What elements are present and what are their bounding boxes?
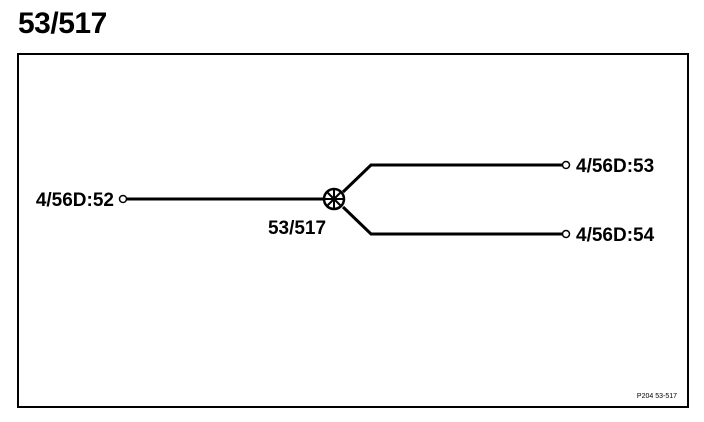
output-terminal-icon [561, 229, 571, 239]
reference-code: P204 53-517 [637, 393, 677, 400]
splitter-icon [322, 187, 346, 211]
output-port-label: 4/56D:54 [576, 225, 655, 246]
input-port-label: 4/56D:52 [36, 190, 114, 211]
diagram-frame [17, 53, 689, 408]
branch-line-lower [341, 205, 562, 236]
input-terminal-icon [118, 194, 128, 204]
output-terminal-icon [561, 160, 571, 170]
output-port-label: 4/56D:53 [576, 156, 654, 177]
splitter-label: 53/517 [268, 218, 326, 239]
page-title: 53/517 [18, 7, 107, 40]
branch-line-upper [341, 163, 562, 194]
